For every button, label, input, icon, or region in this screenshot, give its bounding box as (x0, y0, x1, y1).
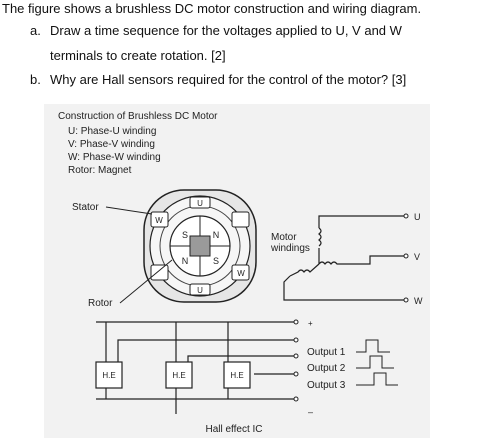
winding-coil-v (318, 261, 350, 265)
bldc-diagram: Construction of Brushless DC Motor U: Ph… (58, 111, 423, 435)
output-3-terminal (293, 371, 299, 377)
output-1-label: Output 1 (307, 347, 346, 358)
hall-element-3-label: H.E (230, 371, 243, 380)
question-a-label: a. (30, 23, 41, 38)
winding-label-top: U (197, 199, 203, 208)
question-b-text: Why are Hall sensors required for the co… (50, 72, 407, 87)
motor-windings-label-line-2: windings (270, 243, 310, 254)
hall-element-2-label: H.E (172, 371, 185, 380)
output-3-waveform (356, 372, 398, 386)
rotor-shaft (189, 235, 211, 257)
terminal-w-label: W (414, 296, 423, 306)
hall-element-1 (95, 361, 123, 389)
terminal-u-label: U (414, 212, 421, 222)
legend-phase-u: U: Phase-U winding (68, 126, 156, 137)
question-a-text-line-2: terminals to create rotation. [2] (50, 48, 226, 63)
hall-ic-label: Hall effect IC (205, 424, 262, 435)
hall-element-1-label: H.E (102, 371, 115, 380)
rotor-pole-bottom-left: N (182, 256, 189, 266)
rotor-pole-bottom-right: S (213, 256, 219, 266)
stator-winding-bottom-right (231, 264, 250, 281)
output-2-label: Output 2 (307, 363, 346, 374)
terminal-u (403, 213, 409, 219)
bldc-motor-figure: Construction of Brushless DC Motor U: Ph… (44, 104, 430, 438)
output-1-terminal (293, 337, 299, 343)
output-2-terminal (293, 353, 299, 359)
stator-winding-bottom-left (150, 264, 169, 281)
winding-label-bottom-right: W (237, 269, 245, 278)
stator-pointer (105, 206, 153, 215)
rotor-pole-top-right: N (213, 230, 220, 240)
output-waveforms (356, 339, 398, 386)
output-3-label: Output 3 (307, 380, 346, 391)
rotor-pointer (119, 259, 173, 304)
terminal-v (403, 253, 409, 259)
hall-1-output-line (117, 339, 294, 374)
winding-coil-w (289, 263, 320, 277)
star-windings (283, 215, 404, 301)
stator-winding-top-right (231, 211, 250, 228)
output-2-waveform (356, 355, 394, 369)
hall-element-2 (165, 361, 193, 389)
motor-cross-section: U U W W S N N S (143, 189, 257, 303)
wire-v (350, 255, 404, 265)
question-intro: The figure shows a brushless DC motor co… (2, 1, 422, 16)
rotor-label: Rotor (88, 298, 113, 309)
legend-phase-v: V: Phase-V winding (68, 139, 155, 150)
wire-w (283, 275, 404, 301)
stator-label: Stator (72, 202, 99, 213)
winding-label-bottom: U (197, 286, 203, 295)
legend-phase-w: W: Phase-W winding (68, 152, 161, 163)
terminal-v-label: V (414, 252, 420, 262)
winding-coil-u (318, 227, 322, 247)
plus-sign: + (308, 319, 313, 328)
question-b-label: b. (30, 72, 41, 87)
supply-terminal-minus (293, 396, 299, 402)
question-a-text-line-1: Draw a time sequence for the voltages ap… (50, 23, 402, 38)
hall-circuit (96, 321, 294, 414)
stator-winding-top-left (150, 211, 169, 228)
terminal-w (403, 297, 409, 303)
motor-windings-label-line-1: Motor (271, 232, 297, 243)
wire-u (318, 215, 404, 228)
hall-element-3 (223, 361, 251, 389)
rotor-pole-top-left: S (182, 230, 188, 240)
minus-sign: – (308, 407, 313, 417)
legend-rotor: Rotor: Magnet (68, 165, 132, 176)
figure-title: Construction of Brushless DC Motor (58, 111, 218, 122)
winding-label-top-left: W (155, 216, 163, 225)
output-1-waveform (356, 339, 390, 353)
supply-terminal-plus (293, 319, 299, 325)
stator-winding-top (189, 196, 211, 209)
stator-winding-bottom (189, 283, 211, 296)
